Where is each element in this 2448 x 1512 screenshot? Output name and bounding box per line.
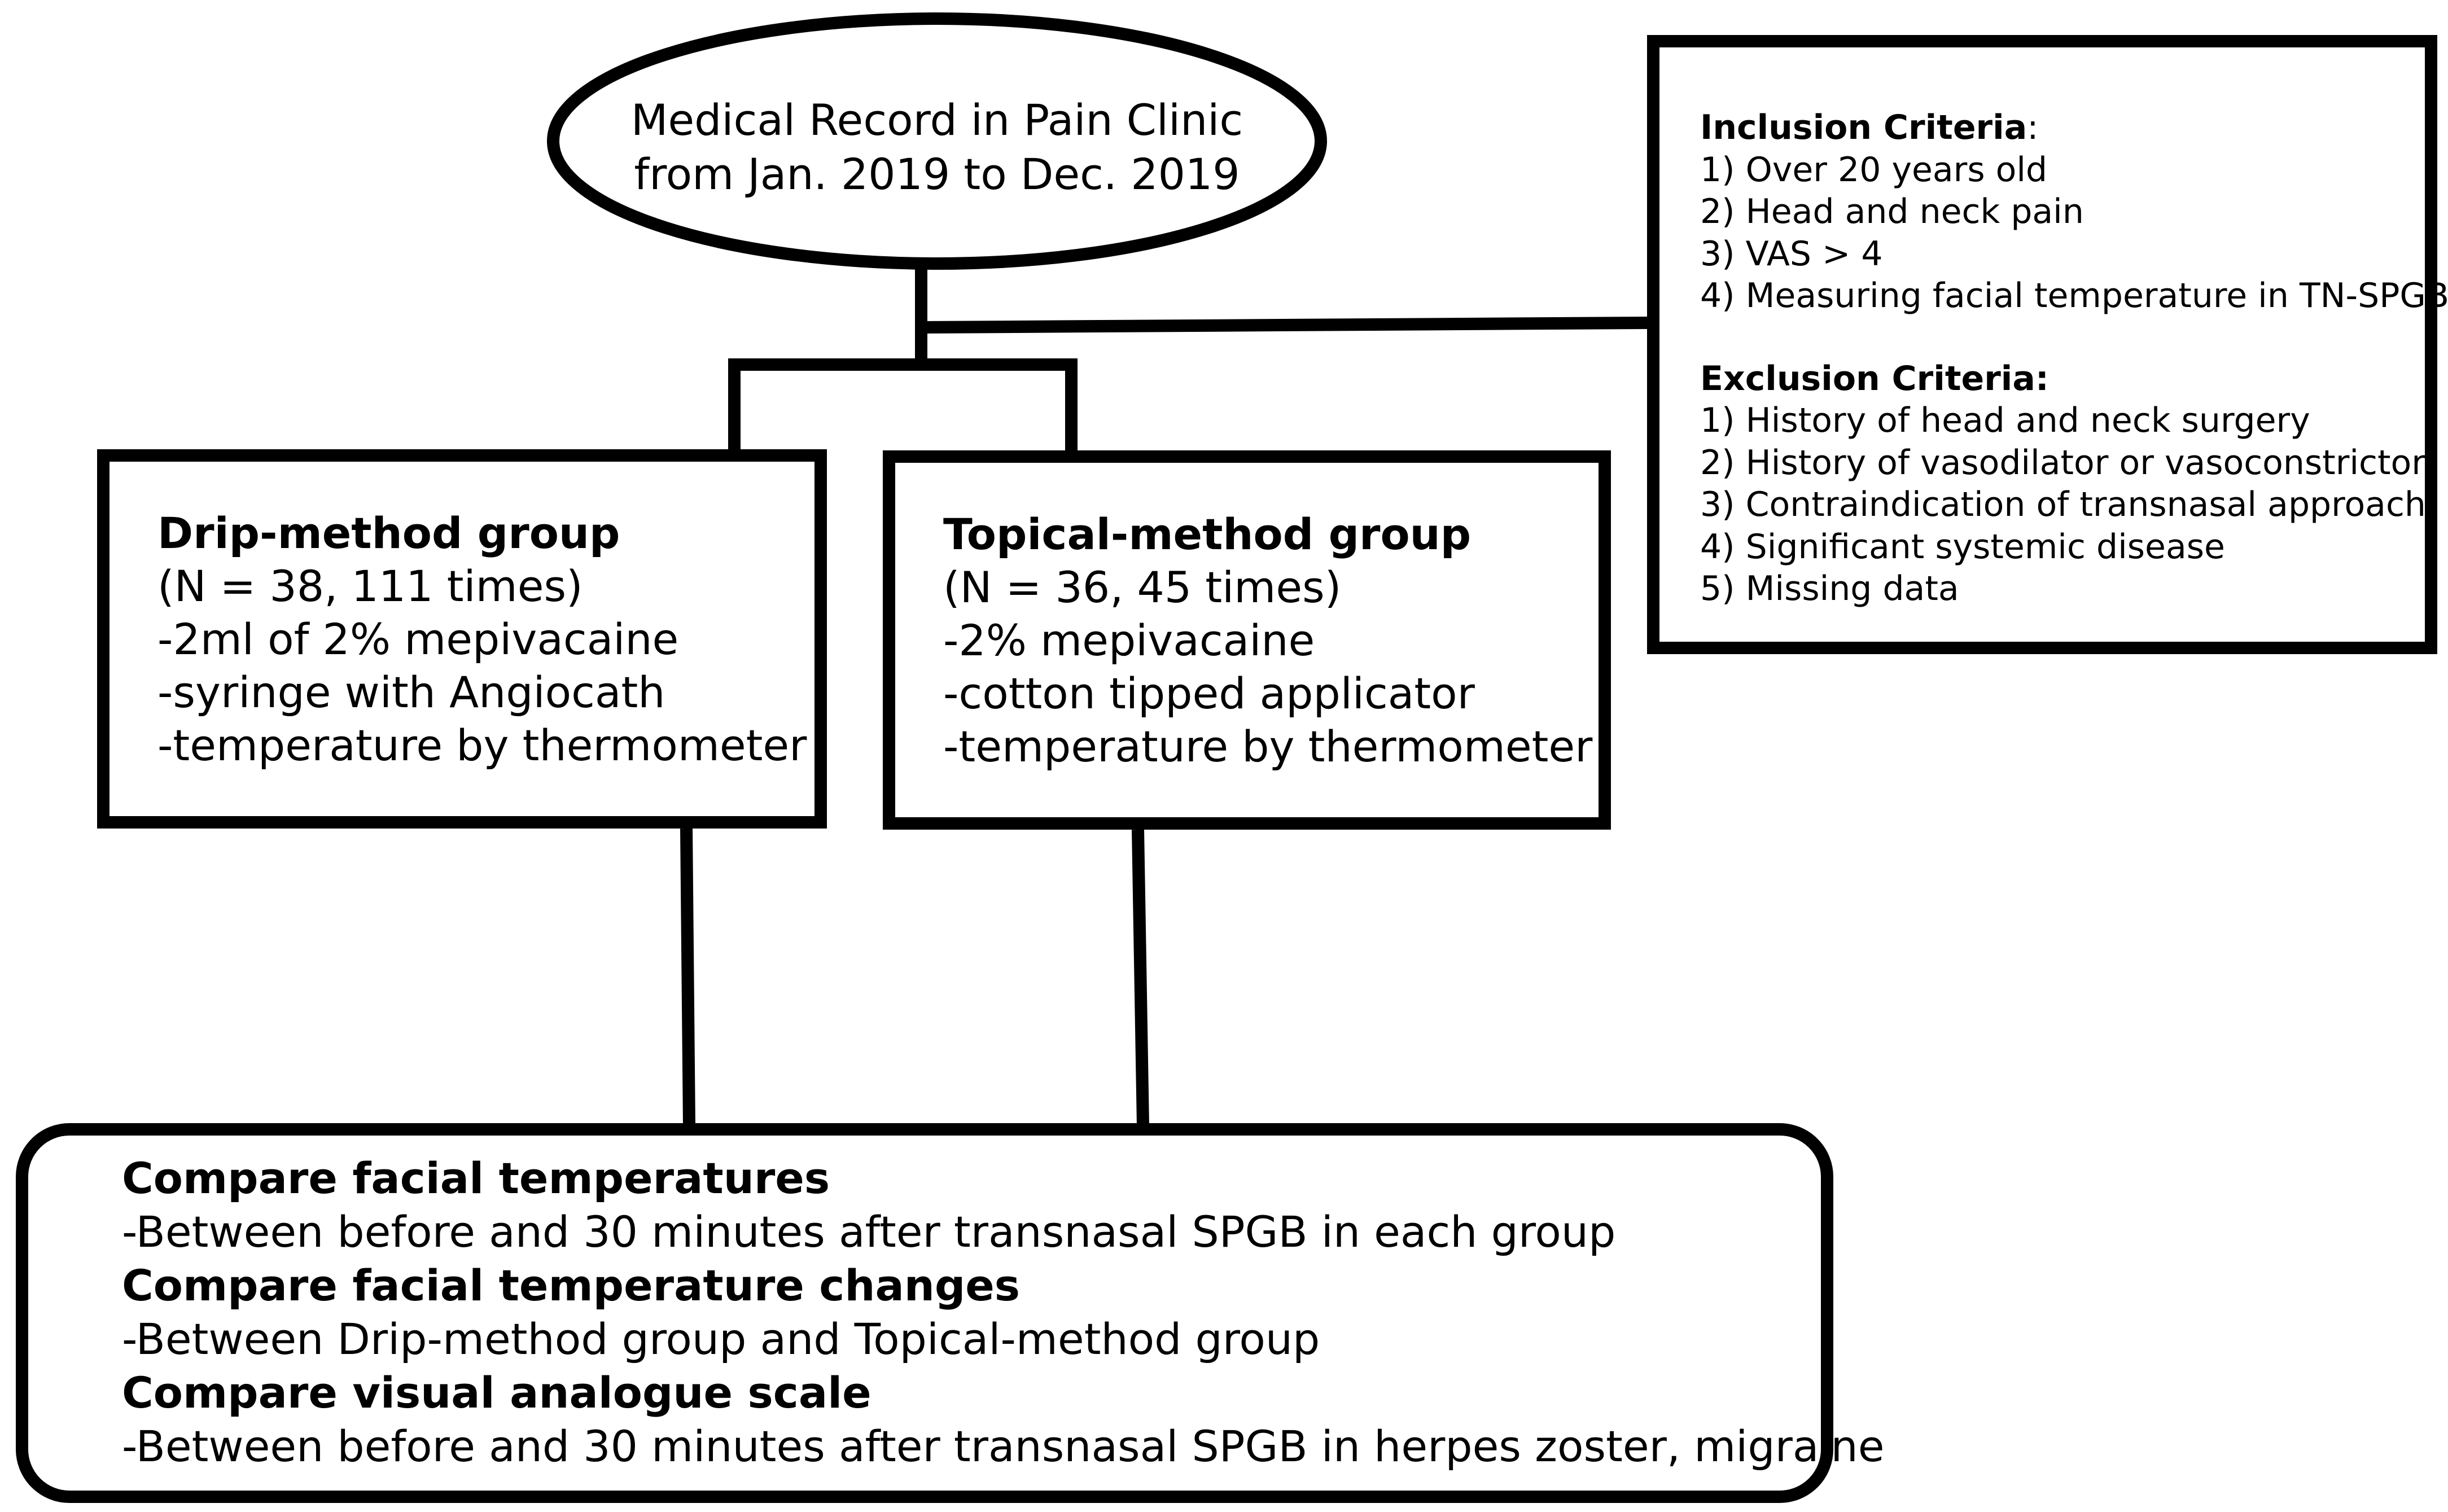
inclusion-item: 2) Head and neck pain xyxy=(1700,192,2084,231)
drip-method-box: Drip-method group (N = 38, 111 times) -2… xyxy=(97,449,827,829)
start-ellipse xyxy=(547,12,1327,270)
exclusion-item: 3) Contraindication of transnasal approa… xyxy=(1700,485,2426,524)
connector-drip-down xyxy=(680,828,695,1127)
exclusion-title: Exclusion Criteria: xyxy=(1700,358,2049,398)
connector-branch xyxy=(728,358,1078,452)
exclusion-item: 2) History of vasodilator or vasoconstri… xyxy=(1700,442,2425,483)
drip-group-title: Drip-method group xyxy=(157,508,620,558)
outcome-title: Compare facial temperatures xyxy=(122,1153,830,1203)
topical-group-line: -temperature by thermometer xyxy=(943,721,1593,772)
start-line-1: Medical Record in Pain Clinic xyxy=(630,95,1243,145)
exclusion-item: 4) Significant systemic disease xyxy=(1700,527,2225,567)
outcome-title: Compare facial temperature changes xyxy=(122,1260,1021,1311)
connector-to-criteria xyxy=(921,317,1648,334)
topical-group-line: -cotton tipped applicator xyxy=(943,668,1475,718)
inclusion-header: Inclusion Criteria: xyxy=(1700,107,2419,149)
topical-method-box: Topical-method group (N = 36, 45 times) … xyxy=(883,450,1611,830)
start-line-2: from Jan. 2019 to Dec. 2019 xyxy=(634,149,1240,199)
outcomes-box: Compare facial temperatures -Between bef… xyxy=(16,1123,1885,1503)
topical-group-line: -2% mepivacaine xyxy=(943,615,1315,665)
outcome-title: Compare visual analogue scale xyxy=(122,1368,872,1418)
exclusion-item: 5) Missing data xyxy=(1700,569,1959,608)
start-node-text: Medical Record in Pain Clinic from Jan. … xyxy=(542,93,1332,201)
drip-group-line: -syringe with Angiocath xyxy=(157,667,665,717)
connector-topical-down xyxy=(1132,829,1149,1127)
inclusion-item: 1) Over 20 years old xyxy=(1700,150,2048,190)
exclusion-item: 1) History of head and neck surgery xyxy=(1700,401,2310,440)
inclusion-item: 3) VAS > 4 xyxy=(1700,234,1883,274)
outcome-detail: -Between before and 30 minutes after tra… xyxy=(122,1421,1885,1471)
drip-group-line: (N = 38, 111 times) xyxy=(157,561,583,611)
drip-group-line: -temperature by thermometer xyxy=(157,720,807,770)
topical-group-line: (N = 36, 45 times) xyxy=(943,562,1342,612)
outcome-detail: -Between before and 30 minutes after tra… xyxy=(122,1207,1616,1257)
inclusion-item: 4) Measuring facial temperature in TN-SP… xyxy=(1700,276,2448,315)
drip-group-line: -2ml of 2% mepivacaine xyxy=(157,614,679,664)
topical-group-title: Topical-method group xyxy=(943,509,1472,559)
criteria-box: Inclusion Criteria: 1) Over 20 years old… xyxy=(1647,35,2448,654)
inclusion-colon: : xyxy=(2027,108,2039,147)
inclusion-title: Inclusion Criteria xyxy=(1700,108,2027,147)
outcome-detail: -Between Drip-method group and Topical-m… xyxy=(122,1314,1320,1364)
